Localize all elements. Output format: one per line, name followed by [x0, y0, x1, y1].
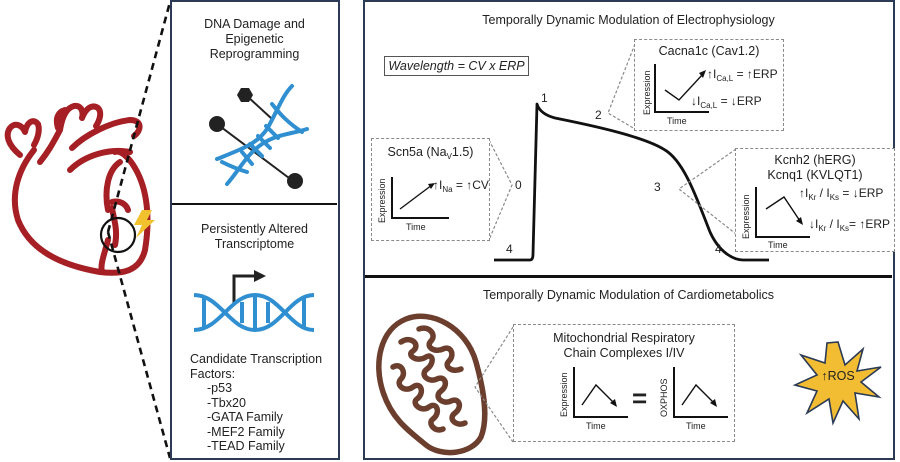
phase-label-3: 3 [654, 180, 661, 194]
kcnh2-down-equation: ↓IKr / IKs= ↑ERP [809, 217, 891, 233]
mitochondrion-icon [376, 313, 488, 456]
phase-label-4-left: 4 [506, 242, 513, 256]
factor-item: -GATA Family [207, 410, 283, 424]
cacna1c-up-equation: ↑ICa,L = ↑ERP [707, 67, 778, 83]
factor-item: -p53 [207, 381, 233, 395]
dna-damage-icon [209, 84, 309, 189]
candidate-factors: Candidate Transcription Factors: -p53 -T… [190, 352, 322, 454]
factors-heading: Factors: [190, 366, 236, 381]
cardiometabolics-title: Temporally Dynamic Modulation of Cardiom… [482, 288, 775, 302]
factor-item: -Tbx20 [207, 395, 246, 410]
phase-label-0: 0 [515, 178, 522, 192]
scn5a-equation: ↑INa = ↑CV [433, 178, 489, 194]
expression-plot: Expression Time [559, 367, 628, 431]
panel-divider [172, 203, 337, 205]
respiratory-chain-title: Mitochondrial Respiratory Chain Complexe… [553, 331, 695, 360]
factors-heading: Candidate Transcription [190, 352, 323, 366]
y-axis-label: Expression [377, 178, 387, 223]
electrophysiology-title: Temporally Dynamic Modulation of Electro… [482, 13, 775, 27]
scn5a-box: Scn5a (NaV1.5) Expression Time ↑INa = ↑C… [371, 138, 490, 241]
phase-label-4-right: 4 [715, 242, 722, 256]
kcnh2-kcnq1-box: Kcnh2 (hERG) Kcnq1 (KVLQT1) Expression T… [735, 148, 895, 252]
section-divider [365, 275, 892, 278]
oxphos-plot: OXPHOS Time [659, 367, 728, 431]
dna-damage-title: DNA Damage and Epigenetic Reprogramming [204, 17, 305, 61]
dna-transcription-icon [193, 270, 315, 333]
factor-item: -MEF2 Family [207, 424, 285, 439]
ros-starburst-icon [792, 341, 882, 426]
lightning-icon [134, 210, 155, 238]
phase-label-1: 1 [541, 91, 548, 105]
kcnh2-up-equation: ↑IKr / IKs = ↓ERP [799, 186, 884, 202]
heart-illustration [4, 102, 155, 276]
cacna1c-title: Cacna1c (Cav1.2) [658, 44, 760, 58]
x-axis-label: Time [686, 421, 706, 431]
phase-label-2: 2 [595, 108, 602, 122]
scn5a-title: Scn5a (NaV1.5) [387, 145, 474, 161]
factor-item: -TEAD Family [207, 439, 285, 453]
wavelength-formula: Wavelength = CV x ERP [384, 56, 529, 76]
action-potential-trace [488, 43, 769, 262]
kcnh2-title: Kcnh2 (hERG) Kcnq1 (KVLQT1) [767, 153, 863, 182]
y-axis-label: Expression [741, 194, 751, 239]
ros-label: ↑ROS [821, 369, 855, 383]
x-axis-label: Time [406, 222, 426, 232]
y-axis-label: OXPHOS [659, 378, 669, 417]
y-axis-label: Expression [559, 372, 569, 417]
cacna1c-down-equation: ↓ICa,L = ↓ERP [691, 94, 762, 110]
transcriptome-title: Persistently Altered Transcriptome [201, 222, 308, 251]
x-axis-label: Time [768, 240, 788, 250]
scn5a-plot: Expression Time [377, 177, 449, 232]
modulation-panel: Temporally Dynamic Modulation of Electro… [363, 0, 895, 460]
equals-sign: = [632, 383, 648, 413]
cacna1c-plot: Expression Time [642, 64, 709, 126]
mito-connector [474, 326, 514, 443]
mechanisms-panel: DNA Damage and Epigenetic Reprogramming … [170, 0, 340, 460]
x-axis-label: Time [586, 421, 606, 431]
cacna1c-box: Cacna1c (Cav1.2) Expression Time ↑ICa,L … [634, 39, 784, 131]
respiratory-chain-box: Mitochondrial Respiratory Chain Complexe… [513, 324, 735, 442]
kcnh2-plot: Expression Time [741, 187, 810, 250]
x-axis-label: Time [667, 116, 687, 126]
highlight-circle [99, 216, 137, 254]
y-axis-label: Expression [642, 70, 652, 115]
